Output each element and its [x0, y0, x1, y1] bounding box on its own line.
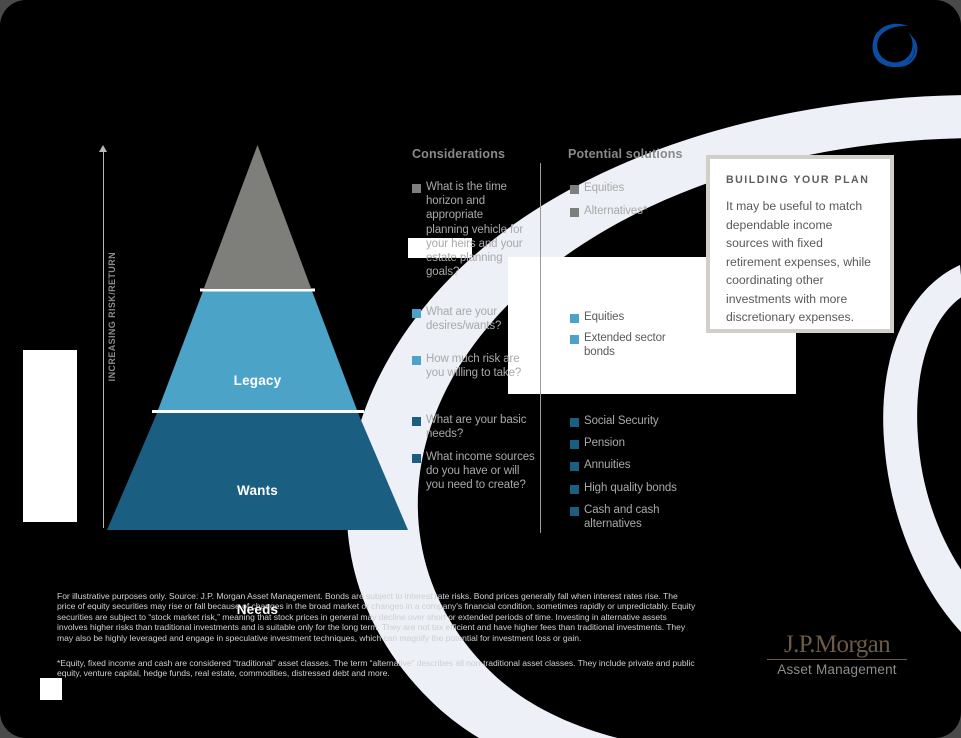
- accent-block-corner: [40, 678, 62, 700]
- building-your-plan-callout: BUILDING YOUR PLAN It may be useful to m…: [706, 155, 894, 333]
- solution-text: Social Security: [584, 415, 659, 427]
- solution-item-legacy-2: Alternatives*: [570, 204, 720, 218]
- consideration-item-needs-1: What are your basic needs?: [412, 413, 528, 441]
- bullet-square-icon: [570, 462, 579, 471]
- axis-line: [103, 148, 104, 528]
- column-header-solutions: Potential solutions: [568, 147, 683, 161]
- bullet-square-icon: [412, 184, 421, 193]
- solution-text: Equities: [584, 182, 625, 194]
- jpmorgan-wordmark: J.P.Morgan: [783, 631, 891, 658]
- jpmorgan-rule: [767, 659, 907, 660]
- consideration-text: What is the time horizon and appropriate…: [426, 181, 524, 279]
- solution-item-legacy-1: Equities: [570, 181, 720, 195]
- consideration-item-wants-2: How much risk are you willing to take?: [412, 352, 528, 380]
- jpmorgan-tagline: Asset Management: [777, 662, 897, 677]
- bullet-square-icon: [570, 314, 579, 323]
- bullet-square-icon: [570, 507, 579, 516]
- bullet-square-icon: [570, 485, 579, 494]
- solution-item-needs-5: Cash and cash alternatives: [570, 503, 662, 531]
- solution-item-needs-1: Social Security: [570, 414, 720, 428]
- circle-swirl-logo-icon: [864, 18, 924, 74]
- callout-body: It may be useful to match dependable inc…: [726, 199, 871, 324]
- jpmorgan-logo: J.P.Morgan Asset Management: [767, 632, 907, 677]
- bullet-square-icon: [412, 417, 421, 426]
- solution-item-needs-4: High quality bonds: [570, 481, 720, 495]
- pyramid-tier-needs: [107, 413, 408, 530]
- pyramid-label-wants: Wants: [237, 483, 278, 498]
- footnote-asterisk: *Equity, fixed income and cash are consi…: [57, 658, 695, 679]
- solution-text: High quality bonds: [584, 482, 677, 494]
- solution-text: Cash and cash alternatives: [584, 504, 660, 531]
- column-divider: [540, 163, 541, 533]
- consideration-text: What are your basic needs?: [426, 414, 527, 441]
- bullet-square-icon: [570, 440, 579, 449]
- consideration-item-needs-2: What income sources do you have or will …: [412, 450, 536, 493]
- pyramid-label-needs: Needs: [236, 602, 279, 617]
- bullet-square-icon: [570, 185, 579, 194]
- bullet-square-icon: [570, 418, 579, 427]
- risk-return-pyramid: Legacy Wants Needs: [100, 145, 415, 617]
- bullet-square-icon: [570, 335, 579, 344]
- solution-item-needs-2: Pension: [570, 436, 720, 450]
- bullet-square-icon: [412, 356, 421, 365]
- pyramid-label-legacy: Legacy: [233, 373, 282, 388]
- bullet-square-icon: [570, 208, 579, 217]
- solution-text: Extended sector bonds: [584, 332, 666, 359]
- solution-item-needs-3: Annuities: [570, 458, 720, 472]
- column-header-considerations: Considerations: [412, 147, 506, 161]
- consideration-text: What are your desires/wants?: [426, 306, 502, 333]
- accent-block-left: [23, 350, 77, 522]
- consideration-item-wants-1: What are your desires/wants?: [412, 305, 528, 333]
- callout-title: BUILDING YOUR PLAN: [726, 174, 870, 186]
- accent-block-note: [408, 238, 472, 258]
- solution-item-wants-1: Equities: [570, 310, 690, 324]
- bullet-square-icon: [412, 309, 421, 318]
- consideration-item-legacy-1: What is the time horizon and appropriate…: [412, 180, 528, 279]
- bullet-square-icon: [412, 454, 421, 463]
- consideration-text: What income sources do you have or will …: [426, 451, 535, 492]
- solution-text: Annuities: [584, 459, 631, 471]
- consideration-text: How much risk are you willing to take?: [426, 353, 522, 380]
- footnote-disclaimer: For illustrative purposes only. Source: …: [57, 591, 696, 643]
- pyramid-tier-wants: [158, 291, 357, 410]
- solution-text: Pension: [584, 437, 625, 449]
- solution-text: Alternatives*: [584, 205, 648, 217]
- pyramid-tier-legacy: [204, 145, 311, 288]
- solution-text: Equities: [584, 311, 625, 323]
- solution-item-wants-2: Extended sector bonds: [570, 331, 666, 359]
